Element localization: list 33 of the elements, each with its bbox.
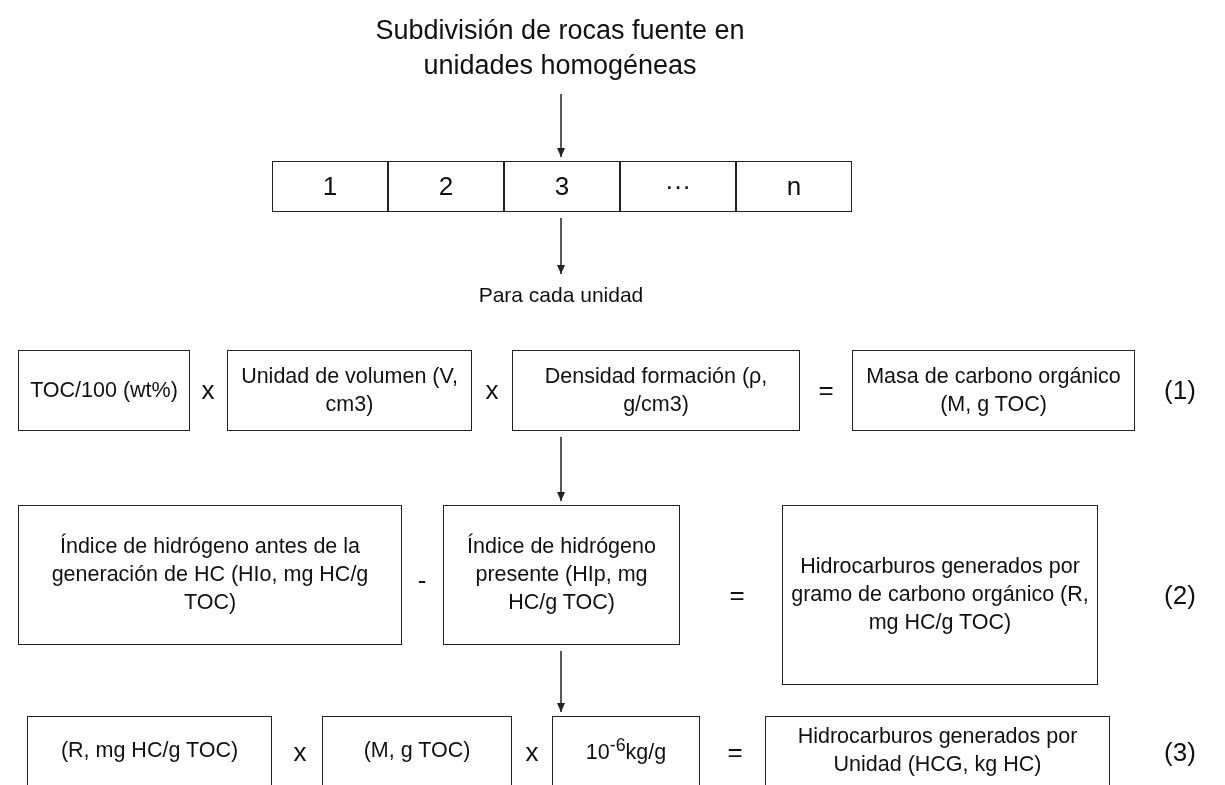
operator-label: x	[293, 736, 307, 768]
unit-cell: 1	[272, 161, 388, 212]
operator-label: x	[201, 374, 215, 406]
operator-label: =	[727, 736, 743, 768]
unit-cell: 3	[504, 161, 620, 212]
operator-label: -	[417, 564, 427, 596]
operator-label: (1)	[1164, 374, 1196, 406]
step-text: Para cada unidad	[478, 282, 644, 309]
unit-cell: ···	[620, 161, 736, 212]
formula-box: Hidrocarburos generados por Unidad (HCG, kg HC)	[765, 716, 1110, 785]
formula-box: (R, mg HC/g TOC)	[27, 716, 272, 785]
unit-cell: n	[736, 161, 852, 212]
formula-box: Índice de hidrógeno antes de la generación de HC (HIo, mg HC/g TOC)	[18, 505, 402, 645]
operator-label: (2)	[1164, 579, 1196, 611]
formula-box: Densidad formación (ρ, g/cm3)	[512, 350, 800, 431]
title-text: Subdivisión de rocas fuente en unidades homogéneas	[374, 13, 746, 82]
arrow	[557, 217, 565, 275]
operator-label: x	[485, 374, 499, 406]
formula-box: Hidrocarburos generados por gramo de carbono orgánico (R, mg HC/g TOC)	[782, 505, 1098, 685]
arrow	[557, 650, 565, 713]
formula-box: Unidad de volumen (V, cm3)	[227, 350, 472, 431]
formula-box: Masa de carbono orgánico (M, g TOC)	[852, 350, 1135, 431]
operator-label: =	[818, 374, 834, 406]
arrow	[557, 93, 565, 158]
formula-box: (M, g TOC)	[322, 716, 512, 785]
unit-cell: 2	[388, 161, 504, 212]
operator-label: x	[525, 736, 539, 768]
formula-box: 10$^{-6}$kg/g	[552, 716, 700, 785]
operator-label: =	[729, 579, 745, 611]
operator-label: (3)	[1164, 736, 1196, 768]
formula-box: TOC/100 (wt%)	[18, 350, 190, 431]
formula-box: Índice de hidrógeno presente (HIp, mg HC/g TOC)	[443, 505, 680, 645]
arrow	[557, 436, 565, 502]
